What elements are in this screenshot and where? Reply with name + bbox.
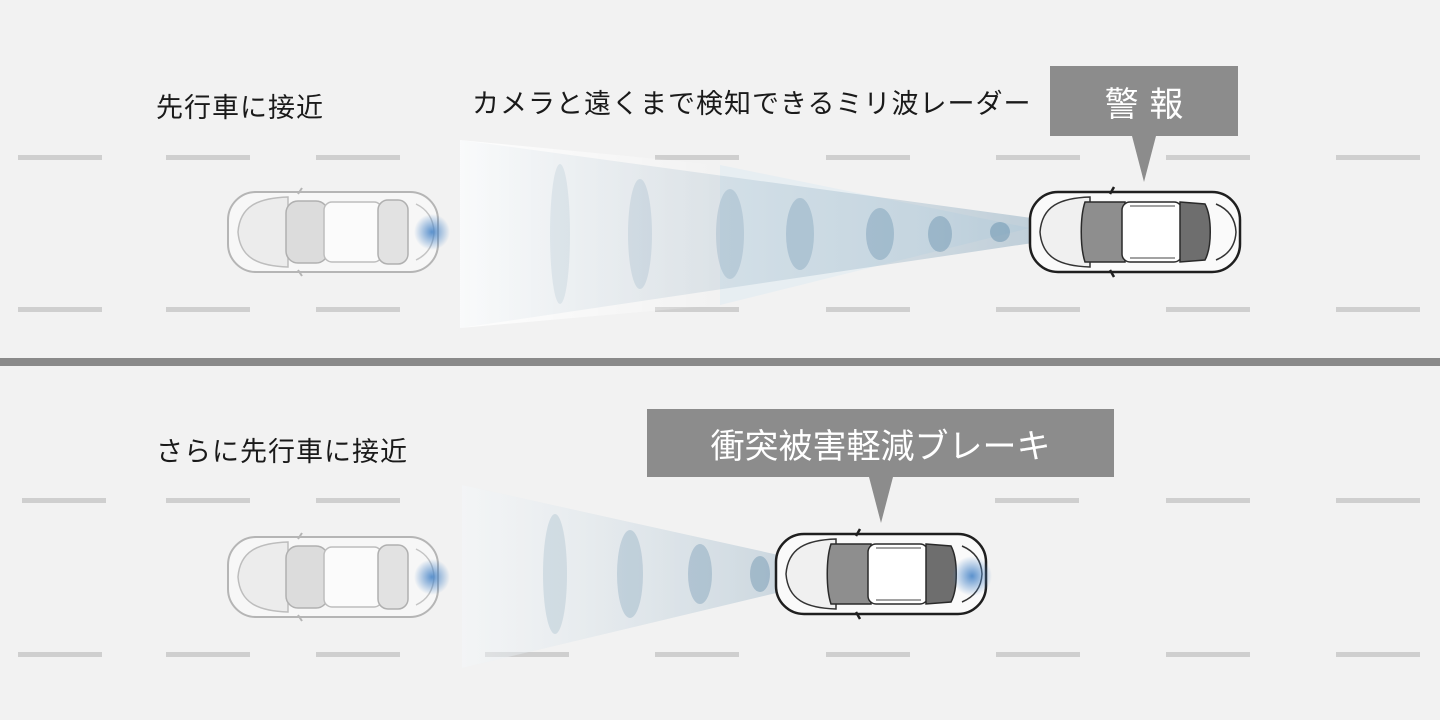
sensor-glow-icon [952,556,992,596]
warning-callout-text: 警 報 [1104,84,1184,125]
lane-markings-bottom [18,498,1420,657]
sensor-label: カメラと遠くまで検知できるミリ波レーダー [472,89,1032,120]
radar-beam-icon [462,485,860,668]
radar-beam-icon [460,140,1120,328]
lane-markings-top [18,155,1420,312]
lead-car-icon [1028,185,1242,279]
condition-label-bottom: さらに先行車に接近 [156,437,408,468]
condition-label-top: 先行車に接近 [156,93,324,124]
sensor-glow-icon [414,559,450,595]
brake-callout: 衝突被害軽減ブレーキ [647,409,1114,523]
brake-callout-text: 衝突被害軽減ブレーキ [710,426,1051,467]
panel-divider [0,358,1440,366]
ego-car-icon [227,532,439,622]
sensor-glow-icon [414,214,450,250]
warning-callout: 警 報 [1050,66,1238,182]
ego-car-icon [227,187,439,277]
